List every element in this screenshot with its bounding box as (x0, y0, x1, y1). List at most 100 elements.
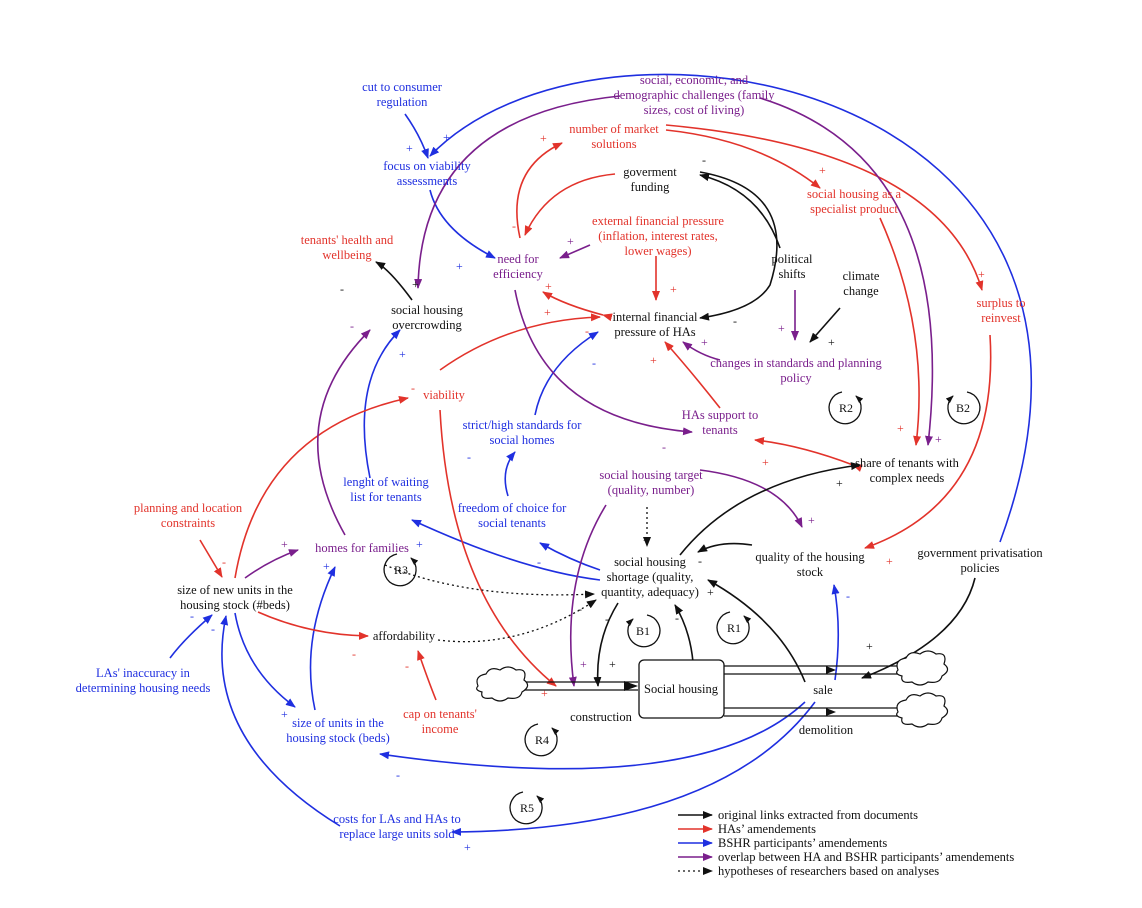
legend-item-hypothesis: hypotheses of researchers based on analy… (678, 864, 939, 878)
svg-text:+: + (762, 455, 769, 469)
svg-text:+: + (670, 282, 677, 296)
link-need-efficiency-to-market-solutions (516, 142, 563, 239)
svg-text:+: + (406, 141, 413, 155)
link-complex-needs-has-support (754, 437, 863, 472)
svg-text:-: - (537, 555, 541, 569)
link-need-efficiency-internal-pressure (542, 291, 613, 322)
svg-text:+: + (567, 234, 574, 248)
sink-cloud-sale-icon (896, 650, 949, 686)
svg-text:+: + (650, 353, 657, 367)
svg-text:+: + (580, 657, 587, 671)
svg-text:HAs’ amendements: HAs’ amendements (718, 822, 816, 836)
svg-text:BSHR participants’ amendements: BSHR participants’ amendements (718, 836, 887, 850)
svg-text:+: + (443, 130, 450, 144)
legend-item-original: original links extracted from documents (678, 808, 918, 822)
svg-text:R1: R1 (727, 621, 741, 635)
link-gov-funding-to-internal-pressure (699, 171, 778, 321)
link-planning-to-size-new (199, 539, 223, 578)
loop-r4: R4 (524, 723, 560, 757)
svg-text:+: + (886, 554, 893, 568)
link-size-units-to-homes-families (309, 566, 336, 711)
link-costs-to-size-new (220, 615, 341, 827)
svg-text:-: - (846, 589, 850, 603)
svg-text:+: + (456, 259, 463, 273)
source-cloud-icon (476, 666, 529, 702)
link-size-new-to-size-units (234, 612, 296, 708)
svg-text:overlap between HA and BSHR pa: overlap between HA and BSHR participants… (718, 850, 1014, 864)
svg-text:+: + (464, 840, 471, 854)
svg-text:-: - (211, 622, 215, 636)
svg-text:-: - (592, 356, 596, 370)
legend-item-ha: HAs’ amendements (678, 822, 816, 836)
link-political-to-gov-funding (699, 173, 781, 249)
svg-text:-: - (605, 612, 609, 626)
node-sale: sale (813, 683, 833, 697)
svg-text:-: - (675, 611, 679, 625)
svg-text:-: - (350, 319, 354, 333)
link-sale-to-shortage (707, 579, 806, 683)
svg-text:-: - (467, 450, 471, 464)
sink-cloud-demolition-icon (896, 692, 949, 728)
svg-text:original links extracted from: original links extracted from documents (718, 808, 918, 822)
svg-text:R3: R3 (394, 563, 408, 577)
loop-r1: R1 (716, 611, 752, 645)
link-standards-to-internal-pressure (682, 341, 721, 361)
link-shortage-to-freedom (539, 542, 601, 571)
svg-text:+: + (412, 277, 419, 291)
legend-item-bshr: BSHR participants’ amendements (678, 836, 887, 850)
link-market-solutions-to-specialist (665, 129, 821, 189)
node-cap-income: cap on tenants'income (403, 707, 477, 736)
loop-b1: B1 (625, 614, 661, 648)
svg-text:+: + (416, 537, 423, 551)
svg-text:R4: R4 (535, 733, 549, 747)
node-homes-families: homes for families (315, 541, 409, 555)
svg-text:B2: B2 (956, 401, 970, 415)
svg-text:+: + (707, 585, 714, 599)
stock-and-flow (476, 650, 949, 728)
svg-text:+: + (828, 335, 835, 349)
link-size-new-to-viability (234, 395, 409, 579)
link-shortage-to-waiting-list (411, 519, 601, 581)
link-internal-pressure-to-tenants-health (375, 261, 413, 301)
link-gov-privatisation-to-focus-viability (429, 73, 1032, 543)
svg-text:+: + (866, 639, 873, 653)
svg-text:R2: R2 (839, 401, 853, 415)
svg-text:+: + (323, 559, 330, 573)
svg-text:+: + (836, 476, 843, 490)
svg-text:+: + (978, 267, 985, 281)
loop-r2: R2 (828, 391, 864, 425)
link-challenges-to-complex-needs (759, 97, 934, 446)
svg-text:+: + (545, 279, 552, 293)
link-target-to-construction (568, 504, 607, 687)
svg-text:-: - (396, 768, 400, 782)
link-strict-standards-to-internal-pressure (534, 331, 599, 416)
svg-text:+: + (819, 163, 826, 177)
link-freedom-to-strict-standards (504, 451, 516, 497)
link-surplus-to-quality (864, 334, 992, 549)
svg-text:+: + (609, 657, 616, 671)
link-shortage-to-complex-needs (679, 462, 861, 556)
loop-b2: B2 (945, 391, 981, 425)
loop-r5: R5 (509, 791, 545, 825)
node-viability: viability (423, 388, 465, 402)
link-ext-pressure-to-need-efficiency (559, 244, 591, 259)
link-cap-income-to-affordability (417, 650, 437, 701)
link-stock-to-shortage (674, 604, 694, 663)
link-size-new-to-homes-families (244, 549, 299, 579)
link-market-solutions-to-surplus (665, 124, 984, 291)
link-size-new-to-affordability (257, 611, 369, 640)
link-sale-to-costs (451, 701, 816, 836)
